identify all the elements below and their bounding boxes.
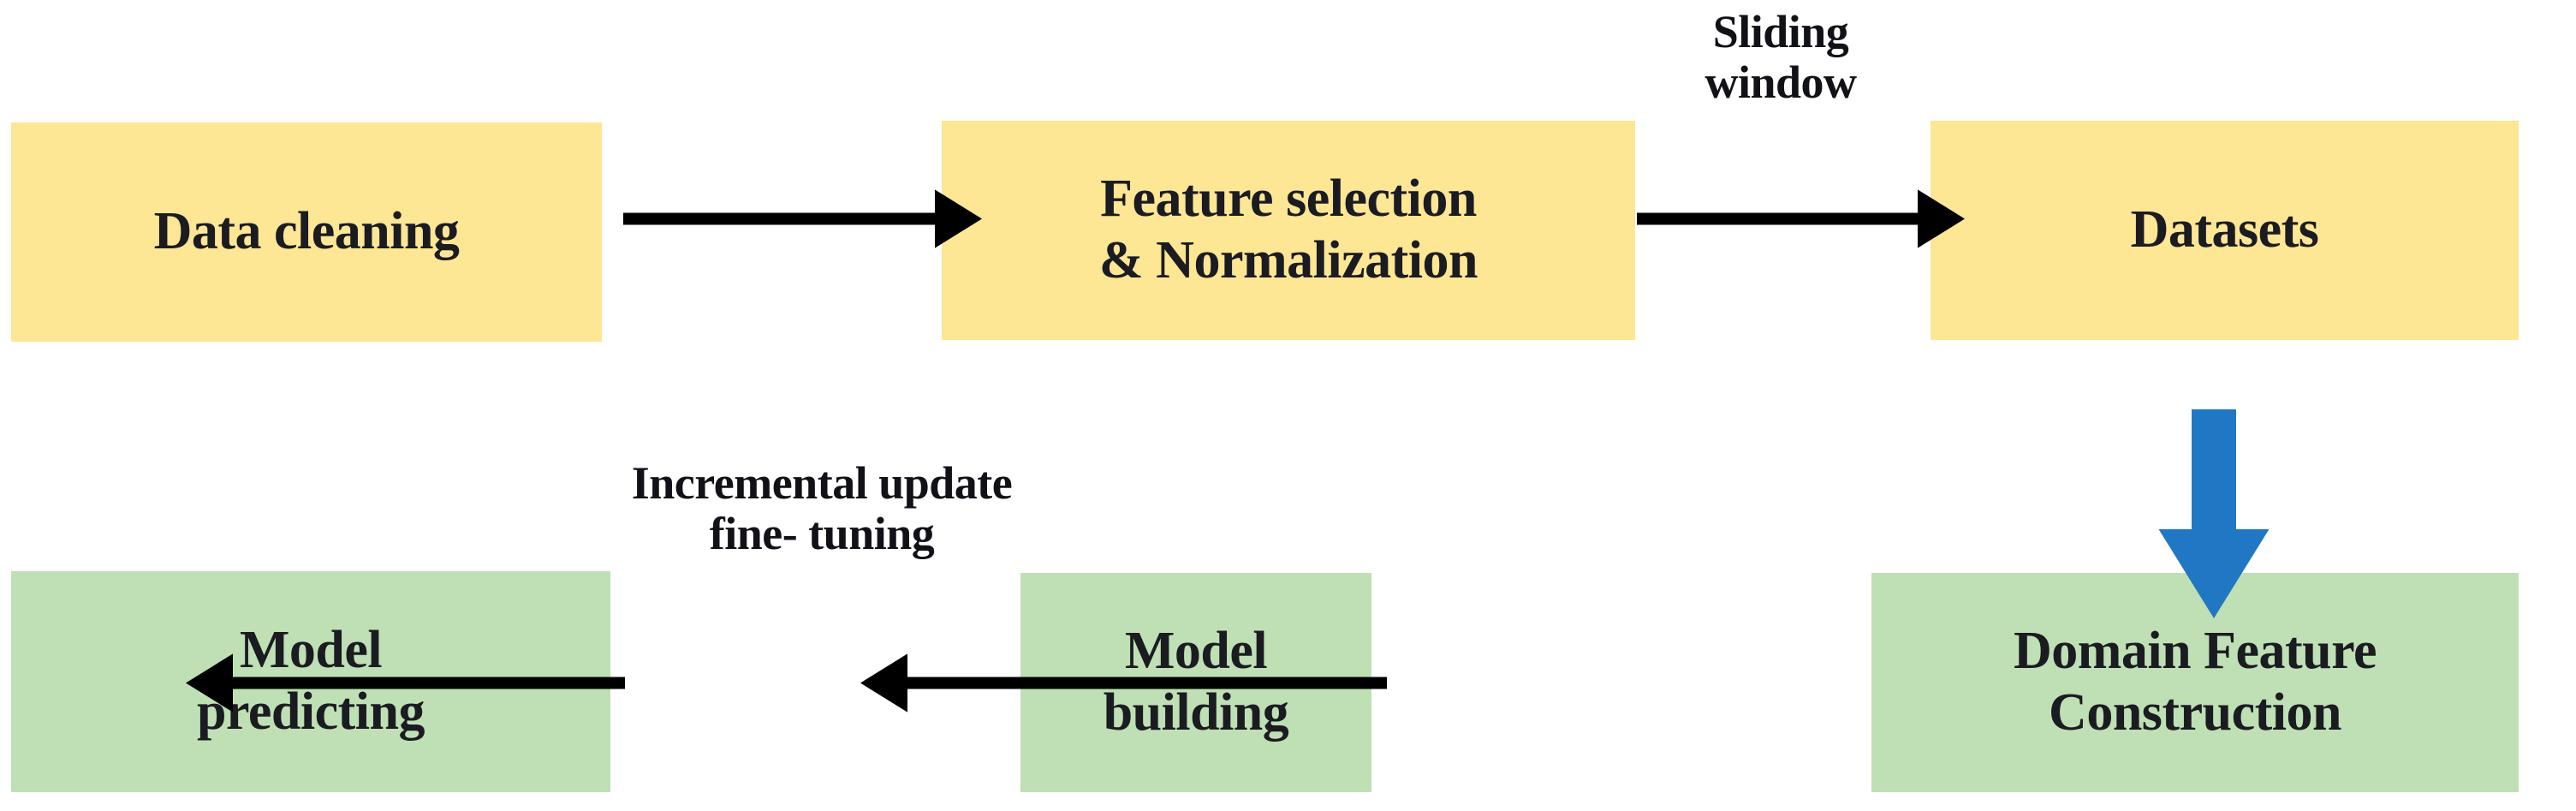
flow-node-label-line: Data cleaning <box>153 202 460 261</box>
arrow-datasets-to-domain-feature-construction <box>2152 409 2276 618</box>
edge-label-line: fine- tuning <box>709 508 935 560</box>
flow-node-label-line: Domain Feature <box>2013 622 2377 681</box>
flow-node-label-line: building <box>1103 683 1289 742</box>
arrow-data-cleaning-to-feature-selection <box>623 178 982 259</box>
flow-node-label-line: Model <box>239 621 383 680</box>
flow-node-label-line: Construction <box>2049 683 2341 742</box>
flow-node-feature-selection-normalization: Feature selection& Normalization <box>942 121 1635 340</box>
arrow-domain-feature-construction-to-model-building <box>860 642 1387 724</box>
flow-node-label-line: Model <box>1124 622 1268 681</box>
arrow-model-building-to-model-predicting <box>186 642 625 724</box>
flow-node-label-line: Datasets <box>2130 200 2319 259</box>
edge-label-line: window <box>1704 57 1857 109</box>
flow-node-label-line: Feature selection <box>1100 170 1477 229</box>
flow-node-label-line: predicting <box>197 683 425 741</box>
arrow-feature-selection-to-datasets <box>1637 178 1965 259</box>
flow-node-data-cleaning: Data cleaning <box>11 122 602 342</box>
edge-label-line: Incremental update <box>631 457 1013 509</box>
flow-node-label-line: & Normalization <box>1099 231 1478 289</box>
edge-label-line: Sliding <box>1712 6 1849 57</box>
flow-node-datasets: Datasets <box>1931 121 2519 340</box>
